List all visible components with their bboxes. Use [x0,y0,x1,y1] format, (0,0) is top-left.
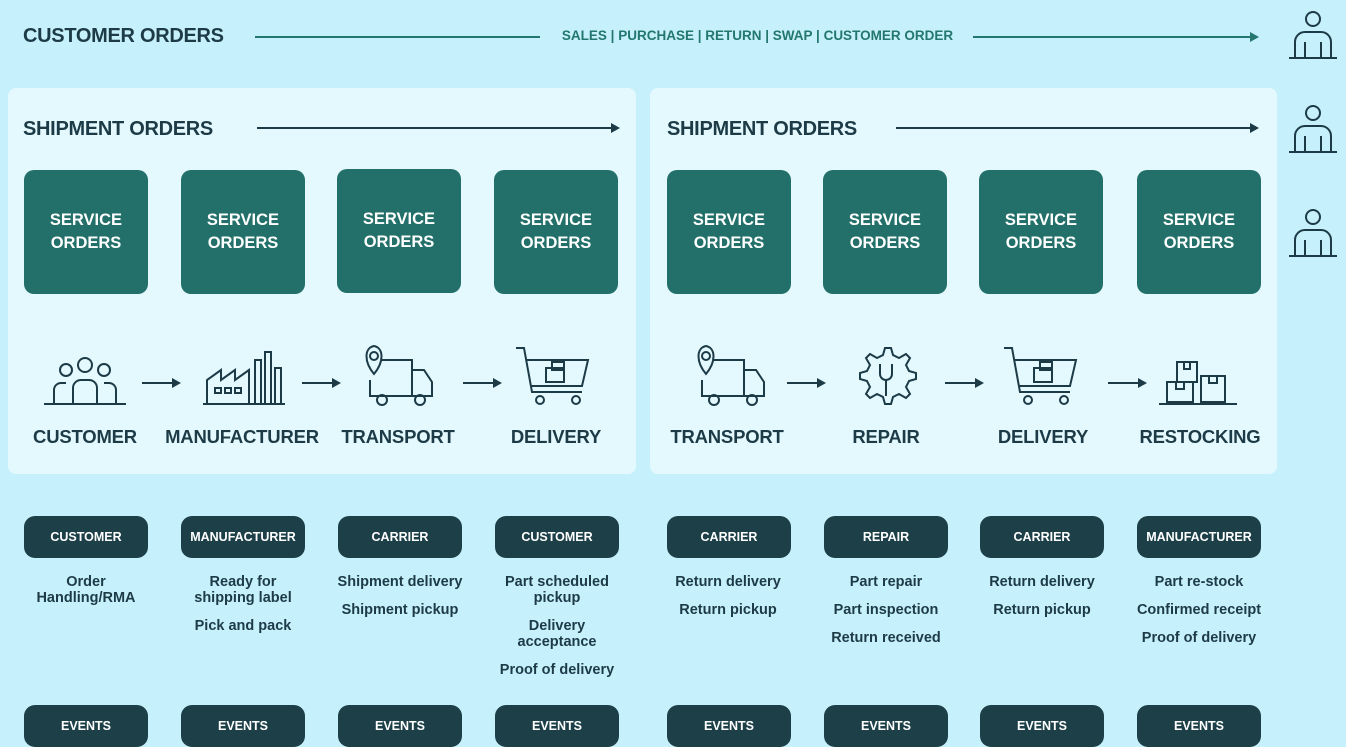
people-icon [44,357,126,405]
customer-orders-arrowhead [1250,32,1259,42]
factory-icon [203,351,285,405]
event-list: Ready for shipping label Pick and pack [168,574,318,646]
event-item: Return delivery [989,574,1095,590]
shopping-cart-icon [516,347,590,405]
event-item: Part inspection [833,602,939,618]
stage-label: CUSTOMER [33,426,137,447]
event-list: Return delivery Return pickup [967,574,1117,630]
event-item: Proof of delivery [499,662,615,678]
events-pill: EVENTS [24,705,148,747]
event-item: Confirmed receipt [1136,602,1262,618]
events-pill: EVENTS [181,705,305,747]
event-item: Shipment pickup [341,602,459,618]
actor-pill-carrier: CARRIER [338,516,462,558]
customer-orders-line-right [973,36,1250,38]
events-pill: EVENTS [338,705,462,747]
event-list: Part scheduled pickup Delivery acceptanc… [482,574,632,690]
customer-orders-title: CUSTOMER ORDERS [23,25,224,47]
flow-arrow-icon [302,378,341,388]
event-list: Return delivery Return pickup [653,574,803,630]
events-pill: EVENTS [1137,705,1261,747]
event-item: Part scheduled pickup [505,574,609,606]
event-item: Ready for shipping label [194,574,292,606]
customer-orders-line-left [255,36,540,38]
actor-pill-carrier: CARRIER [980,516,1104,558]
actor-pill-customer: CUSTOMER [24,516,148,558]
truck-location-icon [365,344,433,406]
event-item: Part repair [849,574,923,590]
event-item: Proof of delivery [1141,630,1257,646]
flow-arrow-icon [787,378,826,388]
person-icon [1289,105,1337,153]
actor-pill-manufacturer: MANUFACTURER [1137,516,1261,558]
actor-pill-manufacturer: MANUFACTURER [181,516,305,558]
stage-label: MANUFACTURER [165,426,319,447]
event-item: Return pickup [679,602,777,618]
gear-wrench-icon [859,347,917,405]
stage-label: TRANSPORT [670,426,784,447]
flow-arrow-icon [1108,378,1147,388]
event-item: Return pickup [993,602,1091,618]
event-list: Part re-stock Confirmed receipt Proof of… [1124,574,1274,658]
shopping-cart-icon [1004,347,1078,405]
event-list: Shipment delivery Shipment pickup [325,574,475,630]
order-channels-label: SALES | PURCHASE | RETURN | SWAP | CUSTO… [561,28,954,43]
person-icon [1289,11,1337,59]
stage-label: DELIVERY [510,426,602,447]
shipment-orders-line [896,127,1251,129]
event-list: Order Handling/RMA [11,574,161,618]
flow-arrow-icon [945,378,984,388]
flow-arrow-icon [142,378,181,388]
event-item: Shipment delivery [337,574,463,590]
events-pill: EVENTS [667,705,791,747]
event-item: Order Handling/RMA [36,574,136,606]
boxes-icon [1159,361,1237,405]
events-pill: EVENTS [824,705,948,747]
stage-label: REPAIR [852,426,920,447]
actor-pill-carrier: CARRIER [667,516,791,558]
shipment-orders-line [257,127,612,129]
shipment-orders-arrowhead [1250,123,1259,133]
actor-pill-repair: REPAIR [824,516,948,558]
event-item: Delivery acceptance [517,618,597,650]
events-pill: EVENTS [495,705,619,747]
flow-arrow-icon [463,378,502,388]
event-list: Part repair Part inspection Return recei… [811,574,961,658]
event-item: Return delivery [675,574,781,590]
event-item: Pick and pack [194,618,292,634]
person-icon [1289,209,1337,257]
truck-location-icon [697,344,765,406]
stage-label: TRANSPORT [341,426,455,447]
shipment-orders-title: SHIPMENT ORDERS [23,118,213,140]
stage-label: DELIVERY [997,426,1089,447]
shipment-orders-arrowhead [611,123,620,133]
shipment-orders-title: SHIPMENT ORDERS [667,118,857,140]
stage-label: RESTOCKING [1139,426,1261,447]
event-item: Part re-stock [1154,574,1244,590]
event-item: Return received [831,630,941,646]
actor-pill-customer: CUSTOMER [495,516,619,558]
events-pill: EVENTS [980,705,1104,747]
